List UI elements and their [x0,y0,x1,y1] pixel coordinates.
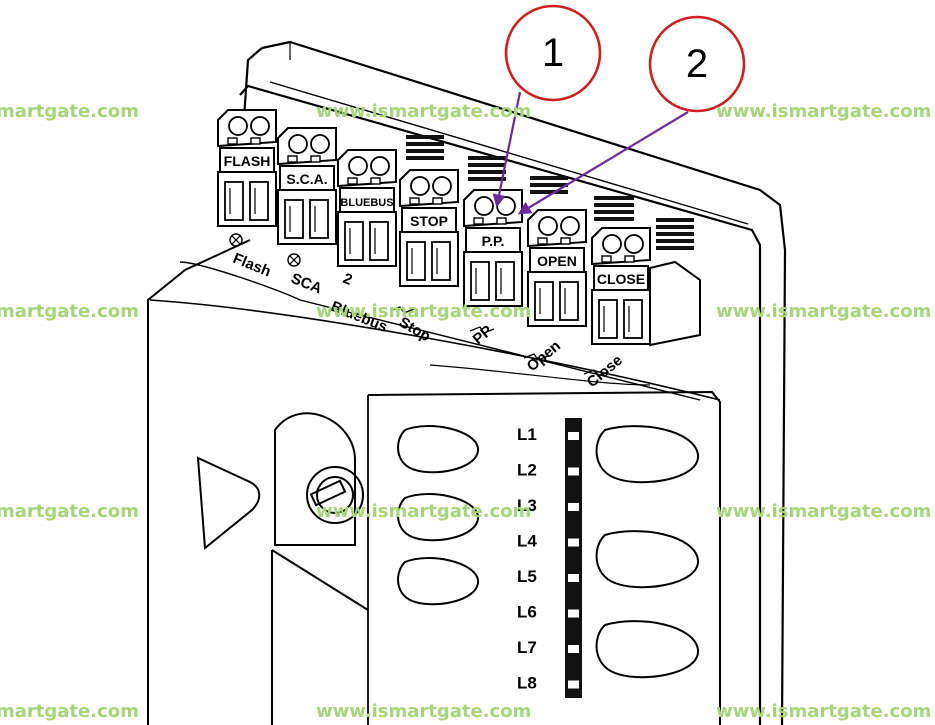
callout-arrow [492,91,522,208]
terminal-label: OPEN [537,253,577,269]
led-label: L3 [517,496,537,515]
led-window [568,538,579,547]
callout-1: 1 [492,4,602,208]
led-strip [565,418,582,698]
led-label: L7 [517,638,537,657]
callout-number: 2 [686,42,708,86]
terminal-block-close: CLOSE [591,227,651,345]
terminal-label: BLUEBUS [340,197,393,209]
callout-arrow [517,111,689,215]
terminal-label: FLASH [224,153,271,169]
oval-buttons [397,425,700,679]
callout-2: 2 [517,15,746,215]
led-window [568,645,579,653]
rear-stripes [406,135,694,250]
watermark-text: www.ismartgate.com [316,101,531,122]
watermark-text: www.ismartgate.com [316,501,531,522]
led-window [568,609,579,618]
terminal-label: STOP [410,213,448,229]
lamp-icon [229,233,243,247]
callout-circle [504,4,602,102]
watermark-text: martgate.com [0,701,139,722]
side-connector [649,260,701,347]
terminal-caption: PP [470,322,496,348]
terminal-block-flash: FLASH [217,109,277,227]
watermark-text: www.ismartgate.com [316,701,531,722]
led-window [568,680,579,689]
led-window [568,503,579,511]
terminal-label: P.P. [482,233,505,249]
watermark-text: www.ismartgate.com [316,301,531,322]
lamp-icon [287,253,301,267]
key-switch [271,412,369,725]
switch-icon [389,306,415,314]
switch-icon [523,353,549,361]
led-label: L6 [517,603,537,622]
led-label: L2 [517,461,537,480]
switch-icon [469,326,495,334]
watermark-text: www.ismartgate.com [716,501,931,522]
terminal-label: CLOSE [597,271,645,287]
led-window [568,574,579,582]
watermark-text: www.ismartgate.com [716,101,931,122]
watermarks: martgate.com www.ismartgate.com www.ismart… [0,101,931,722]
watermark-text: martgate.com [0,501,139,522]
led-label: L4 [517,532,537,551]
terminal-caption-prefix: 2 [341,270,355,289]
watermark-text: www.ismartgate.com [716,301,931,322]
terminal-block-bluebus: BLUEBUS [337,149,397,267]
terminal-block-stop: STOP [399,169,459,287]
housing [239,40,787,725]
board-panel [147,239,721,725]
callout-circle [648,15,746,113]
watermark-text: www.ismartgate.com [716,701,931,722]
terminal-block-sca: S.C.A. [277,127,337,245]
switch-icon [583,369,609,377]
terminal-caption: SCA [289,270,325,298]
terminal-label: S.C.A. [286,171,327,187]
led-label: L1 [517,425,537,444]
terminal-block-open: OPEN [527,209,587,327]
led-window [568,467,579,476]
callout-number: 1 [542,31,564,75]
watermark-text: martgate.com [0,301,139,322]
terminal-block-pp: P.P. [463,189,523,307]
side-notch [196,456,261,550]
led-window [568,432,579,440]
terminal-blocks: FLASH S.C.A. BLUEBUS STOP P.P. OPEN CLOSE [217,109,701,347]
led-label: L8 [517,674,537,693]
led-label: L5 [517,567,537,586]
watermark-text: martgate.com [0,101,139,122]
